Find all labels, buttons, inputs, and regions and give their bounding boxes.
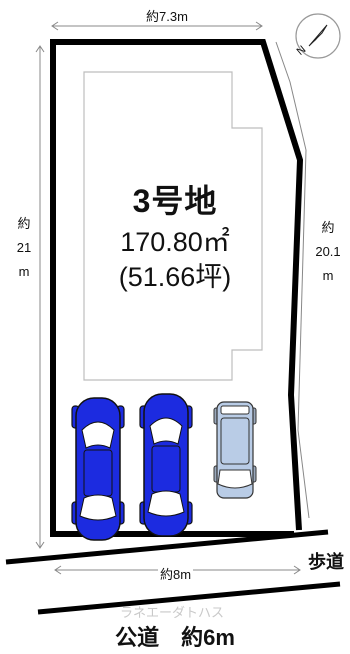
dimension-right-prefix: 約 — [321, 220, 335, 235]
road-label: 公道 約6m — [115, 625, 235, 650]
dimension-bottom: 約8m — [158, 564, 194, 583]
sidewalk-label: 歩道 — [308, 552, 344, 572]
building-footprint — [83, 71, 263, 381]
lot-boundary — [50, 39, 304, 537]
dimension-left-prefix: 約 — [17, 216, 31, 231]
dimension-left-value: 21 — [16, 240, 32, 255]
dimension-right-value: 20.1 — [315, 244, 341, 259]
compass-icon: N — [295, 13, 341, 59]
dimension-left: 約 21 m — [12, 212, 36, 284]
frontage-line — [5, 529, 329, 565]
parking-car-1 — [71, 397, 125, 541]
lot-area-tsubo: (51.66坪) — [118, 262, 232, 292]
dimension-right-unit: m — [322, 268, 334, 283]
parking-car-2 — [139, 393, 193, 537]
road-line — [37, 581, 341, 615]
watermark: ラネエーダトハス — [120, 605, 225, 620]
dimension-lines — [35, 21, 310, 575]
dimension-right: 約 20.1 m — [306, 216, 350, 288]
lot-title: 3号地 — [132, 183, 218, 219]
dimension-left-unit: m — [18, 264, 30, 279]
parking-car-3 — [213, 401, 257, 499]
lot-area: 170.80㎡ — [120, 227, 230, 257]
dimension-top: 約7.3m — [146, 9, 188, 24]
